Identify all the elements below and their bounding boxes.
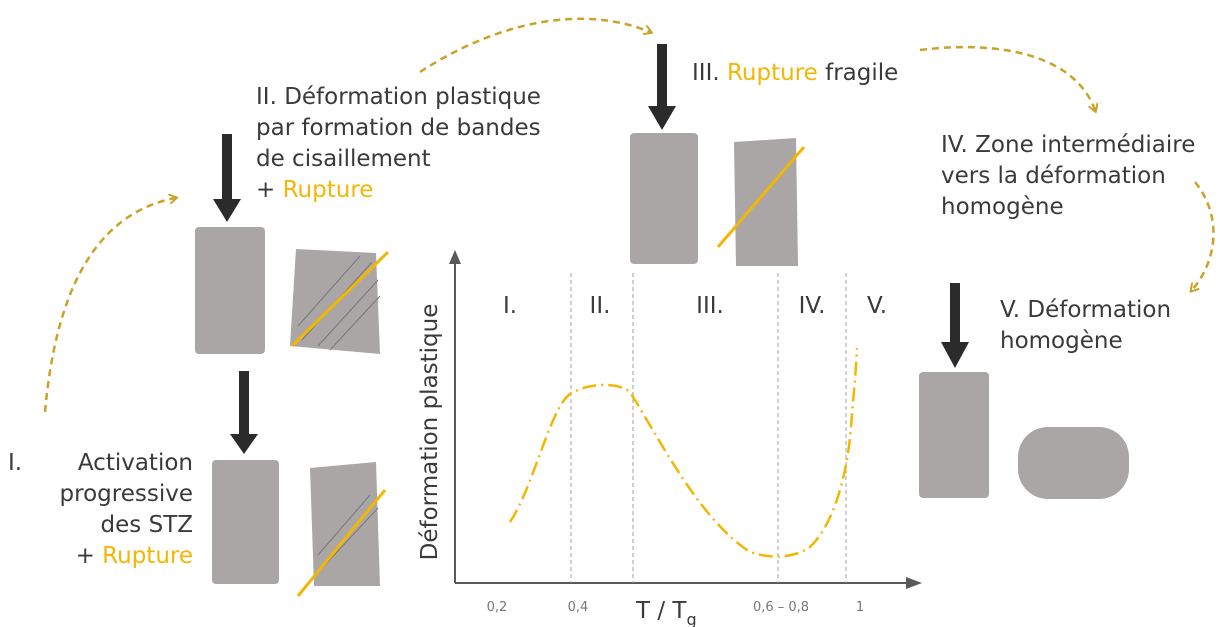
stage2-description: II. Déformation plastique par formation … [256,82,541,206]
stage5-load-arrow [941,283,969,368]
stage3-rupture: Rupture [726,60,818,86]
stage3-specimen-fractured [716,138,806,266]
stage3-suffix: fragile [817,60,899,86]
stage4-line2: vers la déformation [941,163,1166,189]
stage2-specimen-fractured [290,249,390,354]
region-label-4: IV. [799,293,826,319]
stage2-line4: + Rupture [256,175,541,206]
stage5-specimen-deformed [1018,427,1129,499]
stage4-line1: IV. Zone intermédiaire [941,132,1196,158]
stage5-line2: homogène [1000,328,1123,354]
stage1-line1: Activation [77,450,193,476]
stage2-line1: II. Déformation plastique [256,84,541,110]
stage5-specimen-intact [919,372,989,498]
x-tick-label-4: 1 [856,600,864,615]
stage4-description: IV. Zone intermédiaire vers la déformati… [941,130,1195,223]
stage1-load-arrow [230,371,258,454]
stage3-specimen-intact [630,133,698,264]
region-label-1: I. [503,293,517,319]
stage2-specimen-intact [195,227,265,354]
region-label-3: III. [696,293,724,319]
x-tick-label-3: 0,6 – 0,8 [753,600,809,615]
transition-arrow-3-4 [919,45,1095,110]
x-axis-arrowhead [906,577,922,589]
stage3-description: III. Rupture fragile [692,58,898,89]
transition-arrow-1-2 [43,198,175,413]
stage1-description: Activation progressive des STZ + Rupture [60,448,193,572]
stage1-prefix: I. [8,450,23,476]
stage5-description: V. Déformation homogène [1000,295,1171,357]
stage1-line3: des STZ [100,512,193,538]
stage2-load-arrow [213,134,241,222]
x-axis-label-main: T / T [635,598,687,624]
stage2-line2: par formation de bandes [256,115,541,141]
x-axis-label: T / Tg [635,598,697,627]
transition-arrow-4-5 [1192,181,1215,290]
stage2-line3: de cisaillement [256,146,431,172]
stage1-specimen-fractured [296,462,387,597]
x-axis-label-sub: g [686,610,696,627]
x-tick-label-2: 0,4 [568,600,589,615]
stage1-line4: + Rupture [60,541,193,572]
stage2-plus: + [256,177,283,203]
y-axis-label: Déformation plastique [417,304,443,561]
stage2-rupture: Rupture [282,177,374,203]
stage4-line3: homogène [941,194,1064,220]
stage1-specimen-intact [212,460,279,584]
stage1-plus: + [75,543,103,569]
stage1-rupture: Rupture [102,543,193,569]
deformation-chart: I. II. III. IV. V. 0,2 0,4 0,6 – 0,8 1 T… [417,250,922,627]
stage5-line1: V. Déformation [1000,297,1172,323]
x-tick-label-1: 0,2 [487,600,508,615]
stage1-line2: progressive [59,481,193,507]
stage3-prefix: III. [692,60,727,86]
region-label-5: V. [867,293,887,319]
deformation-curve [508,347,859,558]
transition-arrow-2-3 [419,17,650,74]
region-label-2: II. [590,293,611,319]
stage3-load-arrow [648,44,676,130]
y-axis-arrowhead [449,250,461,264]
